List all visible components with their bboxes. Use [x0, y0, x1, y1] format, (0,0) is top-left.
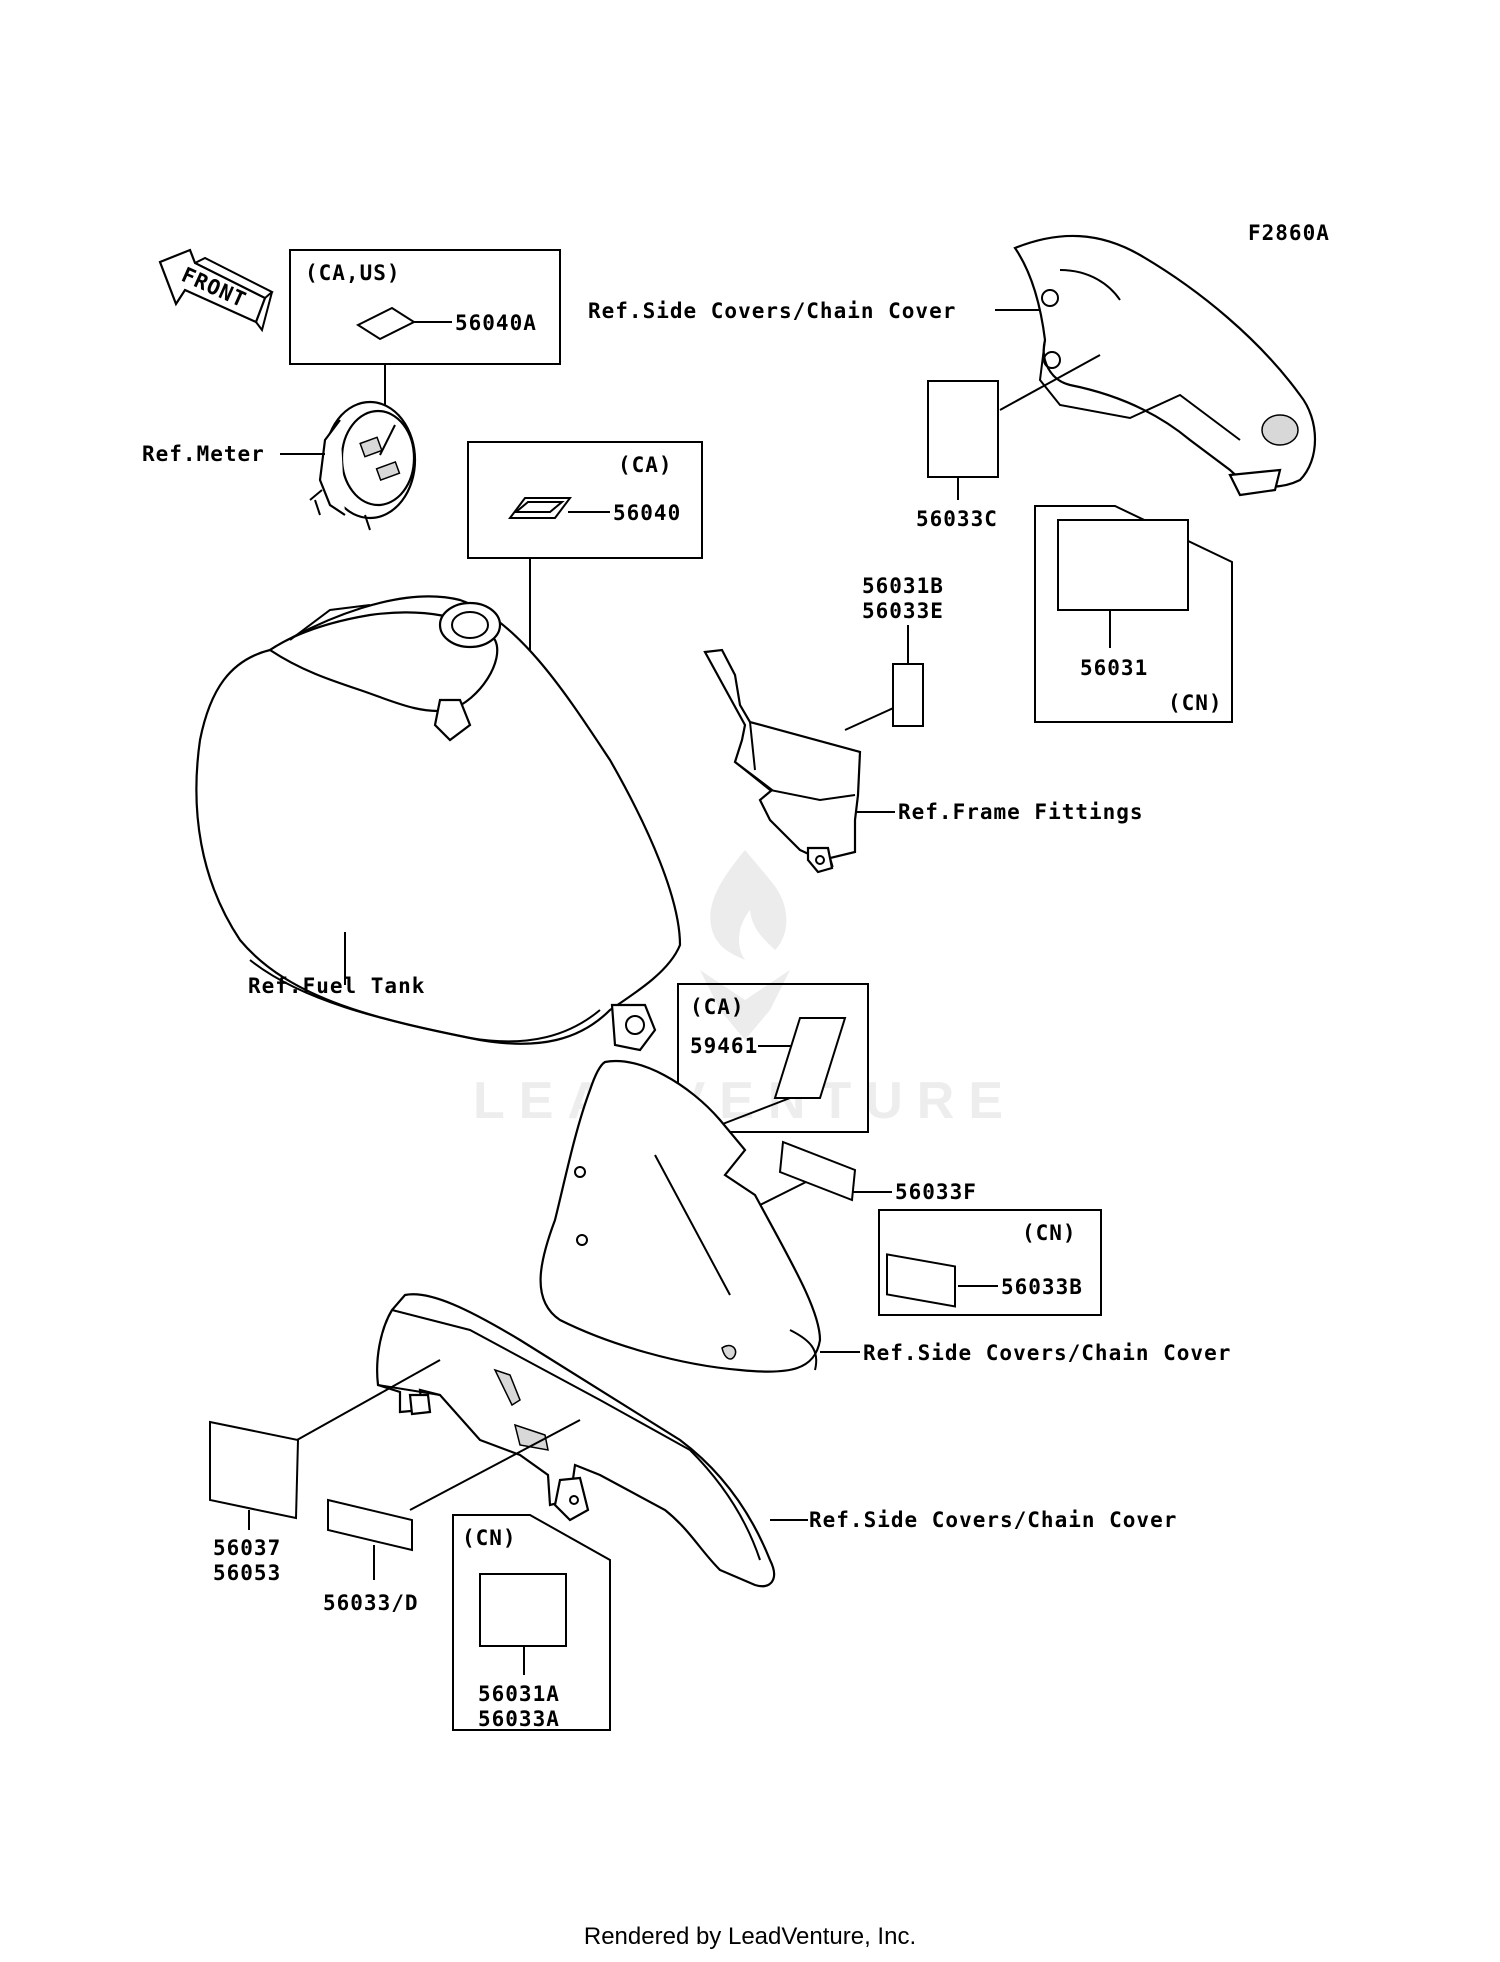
fuel-tank: Ref.Fuel Tank [195, 595, 682, 1052]
ref-fuel-tank-label: Ref.Fuel Tank [248, 974, 425, 998]
decal-56031b-56033e [892, 663, 924, 727]
callout-59461: (CA) 59461 [677, 983, 869, 1133]
part-number-56053: 56053 [213, 1561, 281, 1585]
decal-59461 [773, 1017, 847, 1099]
ref-frame-fittings-label: Ref.Frame Fittings [898, 800, 1144, 824]
callout-56040a: (CA,US) 56040A [289, 249, 561, 440]
callout-56037-56053: 56037 56053 [209, 1420, 300, 1585]
frame-fitting-bracket: Ref.Frame Fittings 56031B 56033E [703, 574, 1144, 874]
decal-56037-56053 [209, 1420, 300, 1520]
part-number-56040: 56040 [613, 501, 681, 525]
side-cover-top: Ref.Side Covers/Chain Cover 56033C [588, 234, 1316, 531]
ref-side-covers-bottom-label: Ref.Side Covers/Chain Cover [809, 1508, 1177, 1532]
front-direction-arrow-icon: FRONT [158, 248, 274, 333]
callout-56033d: 56033/D [323, 1498, 419, 1615]
region-box-ca-top [467, 441, 703, 559]
decal-56031a-56033a [479, 1573, 567, 1647]
ref-meter-label: Ref.Meter [142, 442, 265, 466]
meter-assembly: Ref.Meter [142, 400, 417, 531]
region-label-cn-bottom: (CN) [462, 1526, 517, 1550]
chain-cover-bottom: Ref.Side Covers/Chain Cover [296, 1293, 1177, 1588]
region-box-cn-mid [878, 1209, 1102, 1316]
ref-side-covers-mid-label: Ref.Side Covers/Chain Cover [863, 1341, 1231, 1365]
callout-56033b: (CN) 56033B [878, 1209, 1102, 1316]
leadventure-flame-logo-icon [700, 850, 790, 1040]
decal-56033f [778, 1140, 857, 1202]
part-number-56033f: 56033F [895, 1180, 977, 1204]
footer-credit: Rendered by LeadVenture, Inc. [584, 1923, 916, 1950]
region-box-cn-right [1034, 505, 1233, 723]
region-label-cn-right: (CN) [1168, 691, 1223, 715]
side-cover-middle: Ref.Side Covers/Chain Cover 56033F [539, 1059, 1231, 1373]
part-number-56040a: 56040A [455, 311, 537, 335]
part-number-56031: 56031 [1080, 656, 1148, 680]
region-label-ca-mid: (CA) [690, 995, 745, 1019]
decal-56031 [1057, 519, 1189, 611]
decal-56033d [327, 1498, 413, 1552]
watermark: LEADVENTURE [473, 850, 1017, 1130]
watermark-text: LEADVENTURE [473, 1072, 1017, 1130]
part-number-56033e: 56033E [862, 599, 944, 623]
ref-side-covers-top-label: Ref.Side Covers/Chain Cover [588, 299, 956, 323]
decal-56040a [355, 306, 417, 341]
region-label-ca-us: (CA,US) [305, 261, 401, 285]
region-label-cn-mid: (CN) [1022, 1221, 1077, 1245]
part-number-56037: 56037 [213, 1536, 281, 1560]
part-number-56031b: 56031B [862, 574, 944, 598]
front-label: FRONT [178, 263, 250, 313]
decal-56033b [886, 1253, 956, 1308]
callout-56031a-56033a: (CN) 56031A 56033A [452, 1514, 611, 1731]
callout-56040: (CA) 56040 [467, 441, 703, 680]
part-number-59461: 59461 [690, 1034, 758, 1058]
part-number-56033d: 56033/D [323, 1591, 419, 1615]
decal-56033c [927, 380, 999, 478]
region-box-ca-us [289, 249, 561, 365]
region-label-ca-top: (CA) [618, 453, 673, 477]
part-number-56033b: 56033B [1001, 1275, 1083, 1299]
part-number-56033a: 56033A [478, 1707, 560, 1731]
region-box-cn-bottom [452, 1514, 611, 1731]
part-number-56031a: 56031A [478, 1682, 560, 1706]
part-number-56033c: 56033C [916, 507, 998, 531]
figure-code: F2860A [1248, 221, 1330, 245]
region-box-ca-mid [677, 983, 869, 1133]
callout-56031: 56031 (CN) [1034, 505, 1233, 723]
